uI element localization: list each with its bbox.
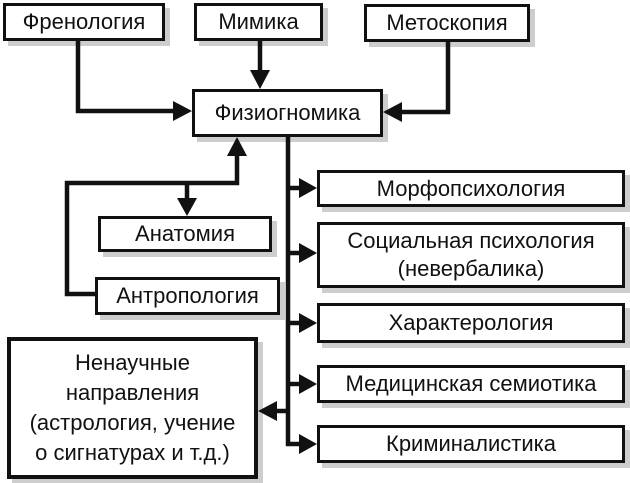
node-kriminalistika: Криминалистика (317, 425, 625, 463)
node-sotsialnaya-psihologiya-line1: Социальная психология (347, 228, 595, 253)
edge-fiziognomika-sotsialnaya-arrowhead (299, 243, 317, 263)
node-antropologiya: Антропология (95, 277, 280, 315)
edge-frenologiya-fiziognomika-line (75, 41, 175, 114)
node-nenauchnye-napravleniya: Ненаучные направления (астрология, учени… (7, 337, 258, 479)
edge-frenologiya-fiziognomika-arrowhead (173, 101, 192, 121)
edge-fiziognomika-morfopsihologiya-arrowhead (299, 178, 317, 198)
node-nenauchnye-line1: Ненаучные (75, 350, 190, 375)
node-meditsinskaya-semiotika: Медицинская семиотика (317, 365, 625, 403)
node-fiziognomika: Физиогномика (192, 89, 383, 137)
edge-fiziognomika-nenauchnye-arrowhead (258, 401, 277, 421)
edge-metoskopiya-fiziognomika-line (400, 42, 451, 115)
edge-fiziognomika-meditsinskaya-arrowhead (299, 374, 317, 394)
edge-fiziognomika-harakterologiya-arrowhead (299, 313, 317, 333)
node-morfopsihologiya-label: Морфопсихология (376, 175, 566, 201)
node-sotsialnaya-psihologiya: Социальная психология (невербалика) (317, 222, 625, 288)
node-kriminalistika-label: Криминалистика (386, 431, 556, 457)
node-morfopsihologiya: Морфопсихология (317, 170, 625, 207)
node-antropologiya-label: Антропология (116, 283, 259, 309)
node-frenologiya: Френология (3, 3, 165, 41)
edge-fiziognomika-kriminalistika-arrowhead (299, 434, 317, 454)
node-mimika: Мимика (194, 3, 323, 41)
edge-mimika-fiziognomika-arrowhead (250, 70, 270, 89)
node-anatomiya-label: Анатомия (135, 221, 235, 247)
edge-fiziognomika-trunk-line (285, 135, 301, 447)
edge-metoskopiya-fiziognomika-arrowhead (383, 102, 402, 122)
node-frenologiya-label: Френология (22, 9, 146, 35)
node-harakterologiya: Характерология (317, 303, 625, 343)
node-metoskopiya: Метоскопия (364, 4, 530, 42)
node-mimika-label: Мимика (218, 9, 299, 35)
edge-fiziognomika-anatomiya-arrowhead (177, 198, 197, 216)
node-harakterologiya-label: Характерология (388, 310, 554, 336)
node-nenauchnye-line3: (астрология, учение (29, 410, 236, 435)
node-meditsinskaya-semiotika-label: Медицинская семиотика (345, 371, 597, 397)
node-nenauchnye-line4: о сигнатурах и т.д.) (35, 440, 230, 465)
edge-antropologiya-fiziognomika-arrowhead (227, 137, 247, 156)
node-anatomiya: Анатомия (98, 216, 272, 252)
node-metoskopiya-label: Метоскопия (386, 10, 508, 36)
node-nenauchnye-line2: направления (65, 380, 200, 405)
node-sotsialnaya-psihologiya-line2: (невербалика) (397, 256, 545, 281)
node-fiziognomika-label: Физиогномика (214, 100, 361, 126)
